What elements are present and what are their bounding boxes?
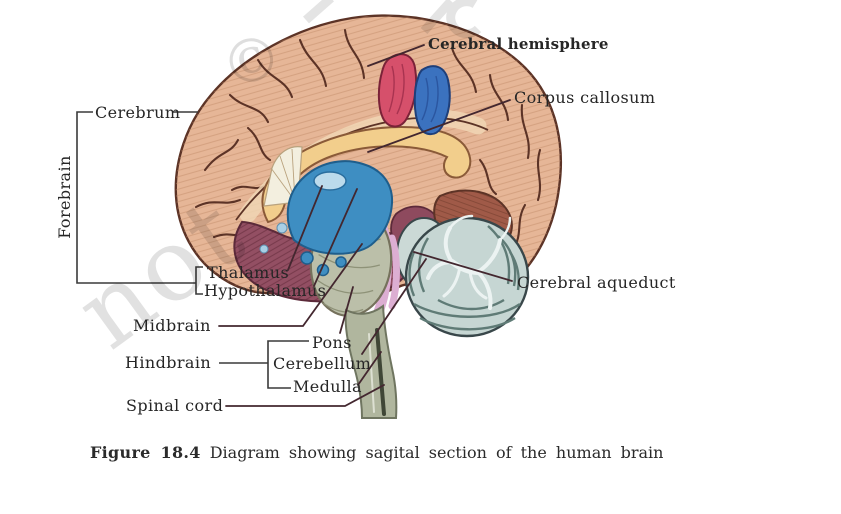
medulla-leader: [357, 351, 382, 386]
cerebellum-leader: [361, 258, 427, 355]
spinal-cord-leader: [225, 384, 385, 407]
midbrain-leader: [218, 243, 363, 327]
brain-illustration: [174, 14, 563, 419]
label-pons: Pons: [312, 333, 352, 352]
label-midbrain: Midbrain: [133, 316, 211, 335]
label-thalamus: Thalamus: [207, 263, 289, 282]
label-hindbrain: Hindbrain: [125, 353, 211, 372]
label-cerebral-hemisphere: Cerebral hemisphere: [428, 35, 609, 53]
brackets: [76, 111, 309, 389]
label-cerebellum: Cerebellum: [273, 354, 371, 373]
brainstem-spinal-shape: [344, 304, 398, 419]
figure-caption-text: Diagram showing sagital section of the h…: [210, 443, 664, 462]
hindbrain-bracket: [267, 340, 309, 389]
corpus-callosum-leader: [367, 99, 511, 153]
thalamus-bracket: [195, 266, 203, 295]
forebrain-bracket: [76, 111, 196, 284]
thalamus-leader: [287, 185, 323, 271]
label-forebrain: Forebrain: [55, 155, 74, 238]
blue-gyrus-patch: [413, 65, 451, 136]
pons-leader: [339, 286, 354, 334]
label-cerebral-aqueduct: Cerebral aqueduct: [517, 273, 676, 292]
labels: Cerebral hemisphere Corpus callosum Cere…: [55, 35, 676, 415]
figure-caption-number: Figure 18.4: [90, 443, 201, 462]
label-hypothalamus: Hypothalamus: [204, 281, 326, 300]
label-corpus-callosum: Corpus callosum: [514, 88, 655, 107]
cerebral-aqueduct-leader: [413, 251, 513, 282]
hypothalamus-leader: [313, 188, 358, 287]
label-medulla: Medulla: [293, 377, 362, 396]
arbor-vitae: [426, 214, 512, 310]
leader-lines: [218, 44, 513, 407]
thalamus-shape: [259, 160, 394, 277]
label-spinal-cord: Spinal cord: [126, 396, 223, 415]
red-gyrus-patch: [377, 53, 418, 128]
cerebral-hemisphere-leader: [367, 44, 425, 67]
cerebellum-shape: [396, 214, 530, 338]
figure-caption: Figure 18.4 Diagram showing sagital secti…: [90, 443, 663, 462]
interthalamic-adhesion: [313, 171, 347, 191]
label-cerebrum: Cerebrum: [95, 103, 180, 122]
